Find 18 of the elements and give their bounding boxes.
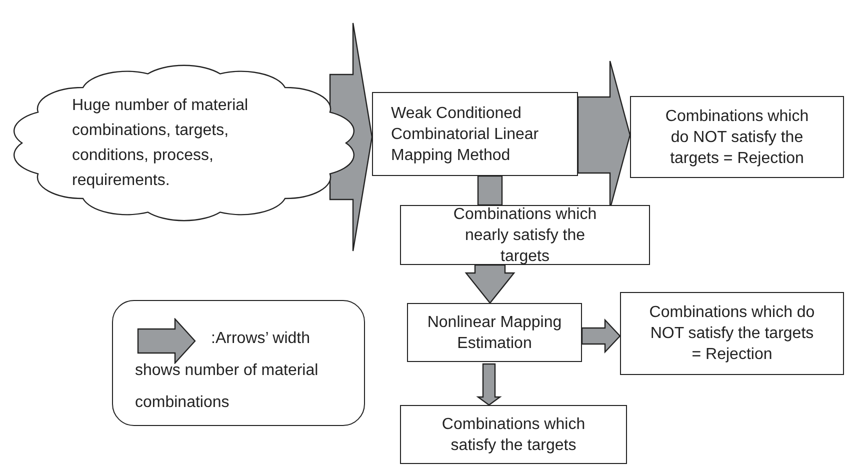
process-box — [620, 292, 844, 375]
process-box — [400, 205, 650, 265]
process-box — [372, 92, 578, 176]
block-arrow — [581, 318, 621, 354]
block-arrow — [477, 175, 503, 206]
node-text: Nonlinear Mapping Estimation — [426, 312, 563, 354]
legend-text: :Arrows’ width shows number of material combinations — [135, 329, 320, 413]
node-text: Combinations which do NOT satisfy the targets = Rejection — [664, 106, 810, 168]
process-box — [400, 405, 627, 464]
node-text: Combinations which do NOT satisfy the targets = Rejection — [649, 303, 815, 365]
node-text: Huge number of material combinations, targets, conditions, process, requirements. — [72, 96, 250, 191]
node-text: Combinations which satisfy the targets — [440, 414, 586, 456]
process-box — [630, 96, 844, 178]
block-arrow — [464, 264, 516, 304]
process-box — [407, 303, 582, 362]
block-arrow — [476, 363, 502, 406]
node-text: Combinations which nearly satisfy the targets — [452, 204, 598, 266]
node-text: Weak Conditioned Combinatorial Linear Mapping Method — [391, 104, 540, 166]
